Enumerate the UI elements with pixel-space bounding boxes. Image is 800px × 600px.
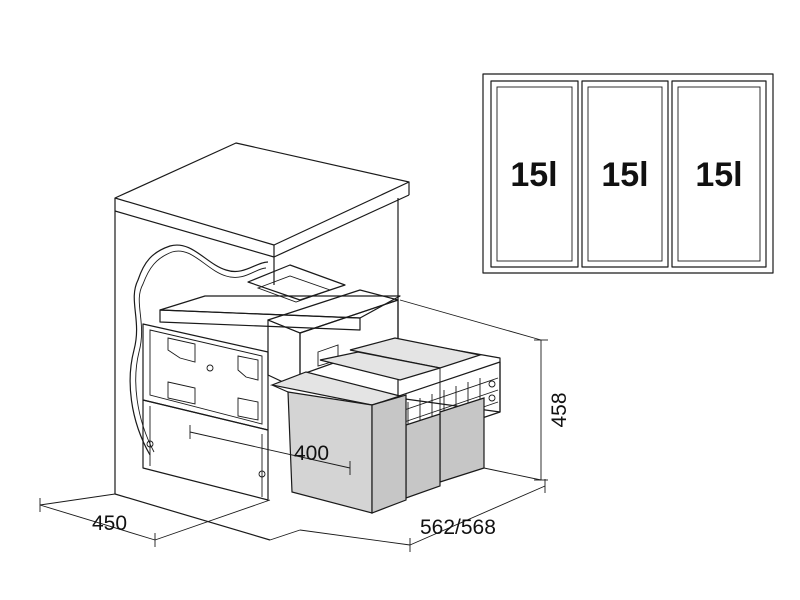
door-front-panel [142, 323, 269, 501]
compartment-3-label: 15l [695, 156, 742, 194]
cabinet-top [114, 142, 410, 246]
dimension-height-label: 458 [548, 392, 571, 427]
mounting-plate-right [237, 355, 259, 381]
waste-bin-middle [319, 351, 441, 499]
cabinet [114, 142, 410, 541]
bolt-icon [488, 380, 496, 388]
capacity-plan-frame [482, 73, 774, 274]
dimension-inner-width: 400 [189, 425, 351, 475]
dimension-width-label: 450 [92, 512, 127, 535]
waste-bin-front [269, 371, 407, 514]
compartment-1-label: 15l [510, 156, 557, 194]
waste-bin-rear [349, 337, 485, 483]
pull-out-frame [269, 337, 501, 514]
dimension-depth-label: 562/568 [420, 516, 496, 539]
dimension-inner-width-label: 400 [294, 442, 329, 465]
capacity-plan: 15l 15l 15l [482, 73, 774, 274]
compartment-2: 15l [581, 80, 669, 268]
compartment-3: 15l [671, 80, 767, 268]
dimension-width: 450 [39, 493, 271, 547]
dimension-height: 458 [399, 299, 571, 481]
dimension-depth: 562/568 [299, 479, 546, 552]
supply-hose [129, 244, 269, 456]
bolt-icon [206, 364, 214, 372]
compartment-1: 15l [490, 80, 579, 268]
compartment-2-label: 15l [601, 156, 648, 194]
mounting-plate-left [167, 337, 196, 363]
